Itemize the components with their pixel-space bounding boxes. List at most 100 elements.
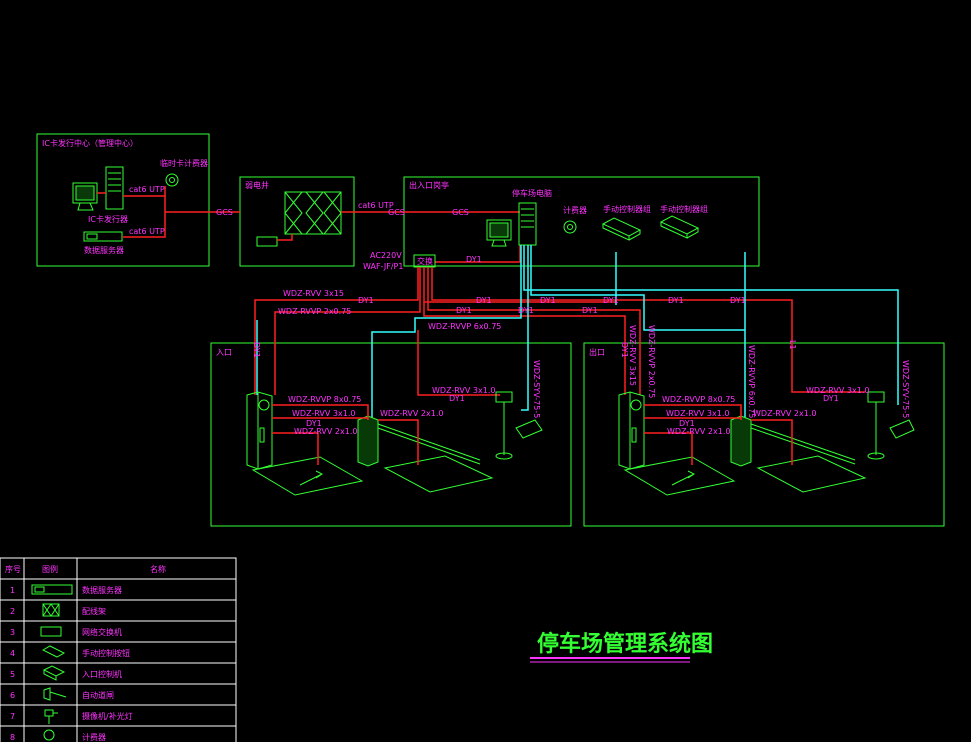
- pc-monitor-icon: [72, 182, 98, 211]
- rvvp6-vertical-label: WDZ-RVVP 6x0.75: [747, 345, 756, 418]
- page-title: 停车场管理系统图: [537, 631, 713, 657]
- mgmt-wiring: [97, 186, 240, 238]
- ac-cable-label: WAF-JF/P1: [363, 262, 403, 271]
- syv-label-entry: WDZ-SYV-75-5: [532, 360, 541, 418]
- dy1-exit-label: DY1: [679, 419, 695, 428]
- dy1-label-h: DY1: [518, 306, 534, 315]
- rvv-2x10-entry: WDZ-RVV 2x1.0: [294, 427, 357, 436]
- legend-name-5: 入口控制机: [82, 669, 122, 679]
- cat6-utp-label-2: cat6 UTP: [129, 227, 165, 236]
- legend-name-3: 网络交换机: [82, 627, 122, 637]
- rvv-vertical-label: WDZ-RVV 3x15: [628, 325, 637, 386]
- legend-header-no: 序号: [5, 564, 21, 574]
- dy1-label-d: DY1: [603, 296, 619, 305]
- manual-control-icon-1: [601, 217, 642, 241]
- network-switch-icon: [256, 236, 278, 247]
- dy1-vertical-entry: DY1: [252, 342, 261, 358]
- cat6-utp-label-3: cat6 UTP: [358, 201, 394, 210]
- exit-camera-icon: [867, 391, 915, 460]
- dy1-label-c: DY1: [540, 296, 556, 305]
- legend-name-8: 计费器: [82, 732, 106, 742]
- exit-control-unit-icon: [618, 391, 645, 470]
- legend-server-icon: [31, 584, 73, 595]
- mgmt-center-box: [36, 133, 210, 267]
- legend-gate-icon: [43, 687, 67, 701]
- legend-header-symbol: 图例: [42, 564, 58, 574]
- legend-name-1: 数据服务器: [82, 585, 122, 595]
- rvvp-6x075-label: WDZ-RVVP 6x0.75: [428, 322, 501, 331]
- entrance-guard-box: [403, 176, 760, 267]
- dy1-entry-label: DY1: [306, 419, 322, 428]
- legend-patch-panel-icon: [42, 603, 60, 617]
- rvv-3x10-exit: WDZ-RVV 3x1.0: [666, 409, 729, 418]
- legend-no-5: 5: [10, 670, 15, 679]
- gcs-label-3: GCS: [452, 208, 469, 217]
- legend-name-7: 摄像机/补光灯: [82, 711, 133, 721]
- legend-switch-icon: [40, 626, 62, 637]
- trunk-cyan-wiring: [256, 245, 899, 418]
- entry-red-wiring: [272, 404, 419, 465]
- guard-wiring: [404, 211, 521, 263]
- rvv-2x10b-entry: WDZ-RVV 2x1.0: [380, 409, 443, 418]
- rvvp-8x075-entry: WDZ-RVVP 8x0.75: [288, 395, 361, 404]
- dy1-vertical-exit: DY1: [620, 342, 629, 358]
- entrance-guard-title: 出入口岗亭: [409, 180, 449, 190]
- legend-no-8: 8: [10, 733, 15, 742]
- server-tower-icon: [105, 166, 124, 210]
- dy1-label-b: DY1: [476, 296, 492, 305]
- exit-loop-icon: [623, 455, 867, 496]
- legend-no-3: 3: [10, 628, 15, 637]
- fee-meter-icon: [563, 220, 577, 234]
- legend-meter-icon: [43, 729, 55, 741]
- rvvp-8x075-exit: WDZ-RVVP 8x0.75: [662, 395, 735, 404]
- dy1-label-g: DY1: [456, 306, 472, 315]
- exit-red-wiring: [644, 404, 793, 465]
- rvv-3x10-entry: WDZ-RVV 3x1.0: [292, 409, 355, 418]
- dy1-exit-top: DY1: [823, 394, 839, 403]
- legend-header-name: 名称: [150, 564, 166, 574]
- entry-area-box: [210, 342, 572, 527]
- legend-no-1: 1: [10, 586, 15, 595]
- legend-name-6: 自动道闸: [82, 690, 114, 700]
- legend-no-2: 2: [10, 607, 15, 616]
- dy1-entry-top: DY1: [449, 394, 465, 403]
- gcs-label-2: GCS: [388, 208, 405, 217]
- cat6-utp-label-1: cat6 UTP: [129, 185, 165, 194]
- weak-well-wiring: [277, 211, 404, 241]
- entry-control-unit-icon: [246, 391, 273, 470]
- switch-label: 交换: [417, 256, 433, 266]
- db-server-icon: [83, 231, 123, 242]
- manual-ctrl-label-2: 手动控制器组: [660, 204, 708, 214]
- patch-panel-icon: [284, 191, 342, 235]
- temp-card-label: 临时卡计费器: [160, 158, 208, 168]
- card-reader-icon: [165, 173, 179, 187]
- frames: [36, 133, 945, 527]
- legend-button-icon: [41, 645, 66, 658]
- db-server-label: 数据服务器: [84, 245, 124, 255]
- parking-pc-label: 停车场电脑: [512, 188, 552, 198]
- rvv-3x10-top-entry: WDZ-RVV 3x1.0: [432, 386, 495, 395]
- exit-area-title: 出口: [589, 347, 605, 357]
- legend-no-7: 7: [10, 712, 15, 721]
- parking-server-icon: [518, 202, 537, 246]
- legend-table: 序号 图例 名称 1 2 3 4 5 6 7 8 数据服务器 配线架 网络交换机…: [0, 557, 237, 742]
- dy1-label-a: DY1: [358, 296, 374, 305]
- syv-label-exit: WDZ-SYV-75-5: [901, 360, 910, 418]
- legend-name-4: 手动控制按钮: [82, 648, 130, 658]
- rvvp-2x075-label: WDZ-RVVP 2x0.75: [278, 307, 351, 316]
- legend-camera-icon: [44, 709, 58, 724]
- legend-controller-icon: [42, 665, 66, 681]
- dy1-label-e: DY1: [668, 296, 684, 305]
- rvv-3x10-top-exit: WDZ-RVV 3x1.0: [806, 386, 869, 395]
- dy1-label-f: DY1: [730, 296, 746, 305]
- guard-pc-icon: [486, 219, 512, 247]
- exit-area-box: [583, 342, 945, 527]
- legend-name-2: 配线架: [82, 606, 106, 616]
- entry-area-title: 入口: [216, 348, 232, 357]
- dy1-guard-label: DY1: [466, 255, 482, 264]
- entry-barrier-icon: [357, 415, 481, 467]
- dy1-label-i: DY1: [582, 306, 598, 315]
- legend-no-4: 4: [10, 649, 15, 658]
- entry-loop-icon: [251, 455, 494, 496]
- gcs-label-1: GCS: [216, 208, 233, 217]
